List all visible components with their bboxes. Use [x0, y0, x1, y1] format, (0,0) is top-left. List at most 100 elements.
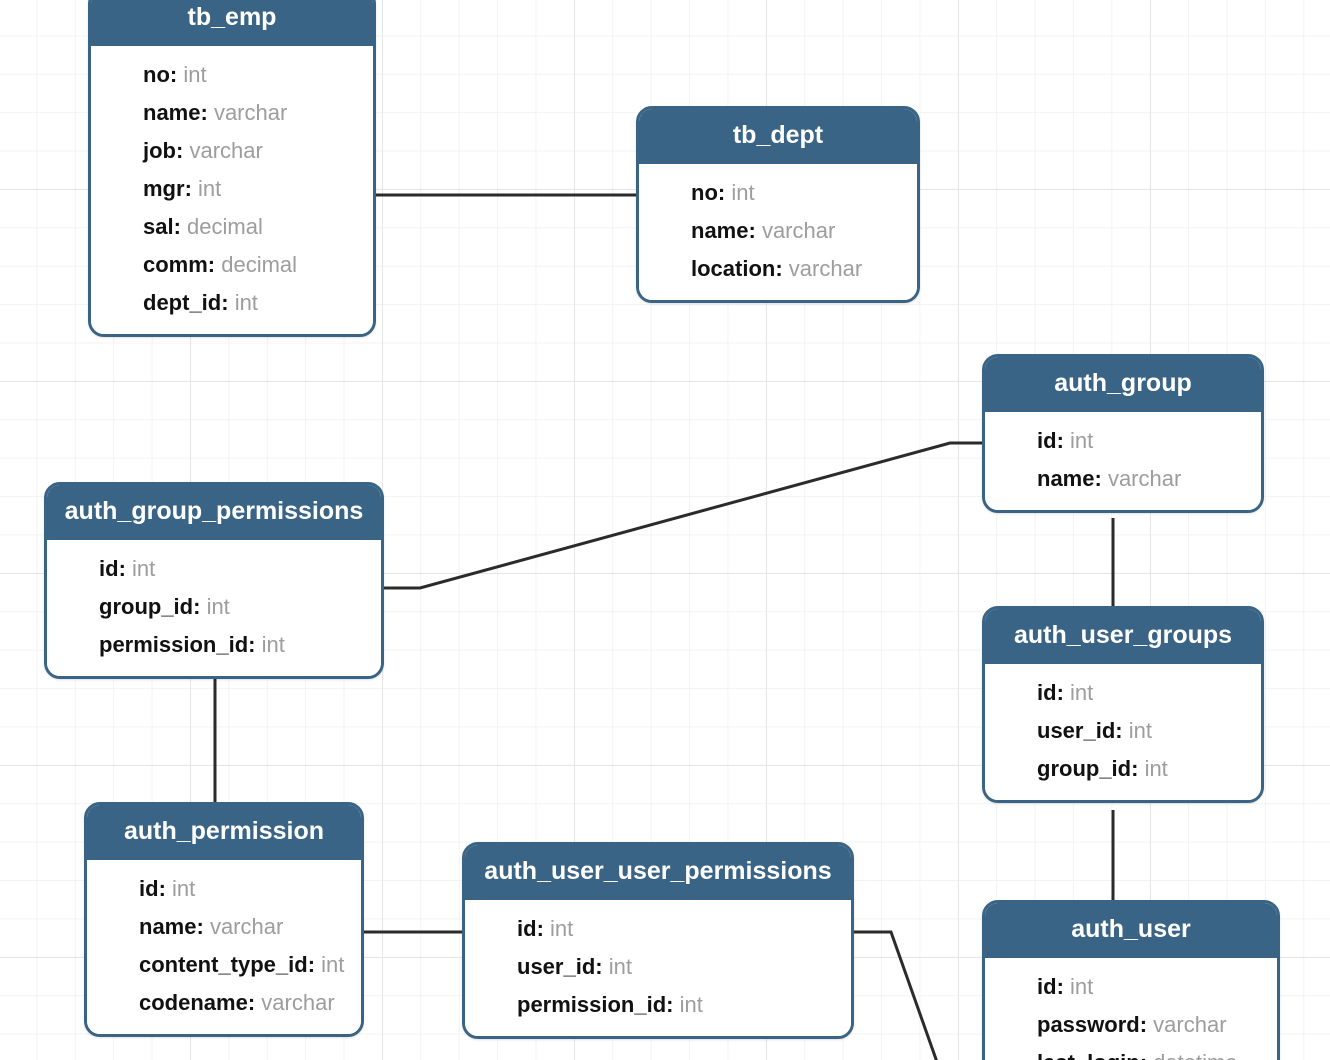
- field-type: int: [1070, 680, 1094, 705]
- field-type: int: [198, 176, 222, 201]
- field-name: dept_id: [143, 290, 222, 315]
- field-row: codename: varchar: [87, 984, 361, 1022]
- field-row: permission_id: int: [465, 986, 851, 1024]
- field-row: sal: decimal: [91, 208, 373, 246]
- field-separator: :: [1131, 756, 1145, 781]
- field-type: int: [1128, 718, 1152, 743]
- field-row: id: int: [87, 870, 361, 908]
- field-type: int: [550, 916, 574, 941]
- field-row: name: varchar: [91, 94, 373, 132]
- entity-fields-tb_emp: no: int name: varchar job: varchar mgr: …: [91, 46, 373, 334]
- entity-title-auth_user_user_permissions: auth_user_user_permissions: [465, 845, 851, 900]
- field-separator: :: [748, 218, 762, 243]
- field-separator: :: [176, 138, 190, 163]
- field-row: user_id: int: [465, 948, 851, 986]
- field-name: content_type_id: [139, 952, 308, 977]
- field-separator: :: [595, 954, 609, 979]
- entity-auth_user_user_permissions[interactable]: auth_user_user_permissions id: int user_…: [462, 842, 854, 1039]
- field-row: group_id: int: [47, 588, 381, 626]
- field-row: job: varchar: [91, 132, 373, 170]
- field-name: id: [1037, 974, 1057, 999]
- field-row: id: int: [985, 674, 1261, 712]
- field-row: id: int: [47, 550, 381, 588]
- field-name: location: [691, 256, 776, 281]
- entity-auth_group[interactable]: auth_group id: int name: varchar: [982, 354, 1264, 513]
- field-type: varchar: [1107, 466, 1182, 491]
- field-separator: :: [536, 916, 551, 941]
- field-name: sal: [143, 214, 174, 239]
- field-separator: :: [158, 876, 173, 901]
- entity-fields-auth_group_permissions: id: int group_id: int permission_id: int: [47, 540, 381, 676]
- field-type: varchar: [189, 138, 263, 163]
- field-separator: :: [1056, 428, 1071, 453]
- field-separator: :: [221, 290, 235, 315]
- entity-tb_emp[interactable]: tb_emp no: int name: varchar job: varcha…: [88, 0, 376, 337]
- field-name: password: [1037, 1012, 1140, 1037]
- field-row: no: int: [91, 56, 373, 94]
- relationship-line-user-permissions-to-user: [852, 930, 938, 1060]
- field-separator: :: [775, 256, 789, 281]
- entity-fields-tb_dept: no: int name: varchar location: varchar: [639, 164, 917, 300]
- entity-fields-auth_user: id: int password: varchar last_login: da…: [985, 958, 1277, 1060]
- field-name: mgr: [143, 176, 185, 201]
- field-separator: :: [1056, 680, 1071, 705]
- field-row: id: int: [985, 968, 1277, 1006]
- field-separator: :: [248, 632, 262, 657]
- entity-auth_user[interactable]: auth_user id: int password: varchar last…: [982, 900, 1280, 1060]
- field-name: user_id: [1037, 718, 1116, 743]
- entity-auth_permission[interactable]: auth_permission id: int name: varchar co…: [84, 802, 364, 1037]
- field-name: permission_id: [99, 632, 249, 657]
- field-type: varchar: [761, 218, 836, 243]
- field-row: id: int: [985, 422, 1261, 460]
- entity-tb_dept[interactable]: tb_dept no: int name: varchar location: …: [636, 106, 920, 303]
- field-name: last_login: [1037, 1050, 1140, 1060]
- entity-auth_group_permissions[interactable]: auth_group_permissions id: int group_id:…: [44, 482, 384, 679]
- field-separator: :: [118, 556, 133, 581]
- field-name: id: [1037, 428, 1057, 453]
- field-separator: :: [1056, 974, 1071, 999]
- entity-title-auth_group: auth_group: [985, 357, 1261, 412]
- field-name: no: [143, 62, 170, 87]
- field-name: id: [99, 556, 119, 581]
- entity-title-auth_group_permissions: auth_group_permissions: [47, 485, 381, 540]
- entity-fields-auth_permission: id: int name: varchar content_type_id: i…: [87, 860, 361, 1034]
- field-type: int: [206, 594, 230, 619]
- field-row: comm: decimal: [91, 246, 373, 284]
- relationship-line-group-permissions-to-group: [384, 441, 982, 590]
- field-separator: :: [200, 100, 214, 125]
- field-separator: :: [173, 214, 188, 239]
- field-row: content_type_id: int: [87, 946, 361, 984]
- field-row: permission_id: int: [47, 626, 381, 664]
- field-row: name: varchar: [639, 212, 917, 250]
- field-type: varchar: [261, 990, 335, 1015]
- field-type: int: [261, 632, 285, 657]
- field-row: last_login: datetime: [985, 1044, 1277, 1060]
- field-type: datetime: [1153, 1050, 1237, 1060]
- entity-fields-auth_user_user_permissions: id: int user_id: int permission_id: int: [465, 900, 851, 1036]
- field-row: name: varchar: [87, 908, 361, 946]
- field-name: id: [139, 876, 159, 901]
- field-name: codename: [139, 990, 248, 1015]
- field-name: group_id: [1037, 756, 1132, 781]
- entity-title-auth_permission: auth_permission: [87, 805, 361, 860]
- field-row: password: varchar: [985, 1006, 1277, 1044]
- field-type: int: [1144, 756, 1168, 781]
- field-separator: :: [207, 252, 222, 277]
- entity-auth_user_groups[interactable]: auth_user_groups id: int user_id: int gr…: [982, 606, 1264, 803]
- entity-title-tb_dept: tb_dept: [639, 109, 917, 164]
- field-row: group_id: int: [985, 750, 1261, 788]
- field-type: int: [679, 992, 703, 1017]
- field-separator: :: [184, 176, 199, 201]
- entity-title-tb_emp: tb_emp: [91, 0, 373, 46]
- field-name: name: [1037, 466, 1095, 491]
- field-separator: :: [169, 62, 184, 87]
- field-row: user_id: int: [985, 712, 1261, 750]
- field-type: varchar: [1153, 1012, 1227, 1037]
- entity-fields-auth_user_groups: id: int user_id: int group_id: int: [985, 664, 1261, 800]
- field-separator: :: [666, 992, 680, 1017]
- field-type: int: [1070, 974, 1094, 999]
- field-type: int: [731, 180, 755, 205]
- field-name: id: [517, 916, 537, 941]
- field-type: int: [183, 62, 207, 87]
